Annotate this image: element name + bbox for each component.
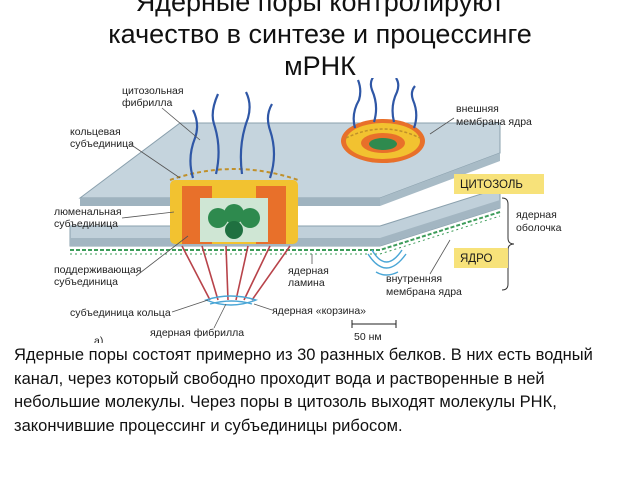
slide-title: Ядерные поры контролируют качество в син… [0,0,640,82]
nuclear-lamina [70,211,501,251]
cytosolic-fibrils [189,78,418,179]
pore-complex-section [169,168,299,244]
svg-text:ламина: ламина [288,277,325,289]
labels-left: цитозольная фибрилла кольцевая субъедини… [54,85,244,343]
label-luminal-subunit: люменальная [54,206,122,218]
labels-right: внешняя мембрана ядра ЦИТОЗОЛЬ ядерная о… [386,103,562,298]
label-cytosolic-fibril: цитозольная [122,85,184,97]
label-inner-membrane: внутренняя [386,273,442,285]
label-nucleus: ЯДРО [460,253,493,265]
pore-complex-top [341,119,425,163]
label-cytosol: ЦИТОЗОЛЬ [460,179,523,191]
label-ring-subunit-bottom: субъединица кольца [70,307,171,319]
label-ring-subunit: кольцевая [70,126,121,138]
nuclear-fibrils [181,245,291,301]
label-nuclear-fibril: ядерная фибрилла [150,327,244,339]
nuclear-pore-diagram: цитозольная фибрилла кольцевая субъедини… [54,78,562,343]
label-panel: а) [94,335,103,343]
body-paragraph: Ядерные поры состоят примерно из 30 разн… [14,346,593,435]
svg-text:фибрилла: фибрилла [122,97,172,109]
svg-text:мембрана ядра: мембрана ядра [386,286,462,298]
label-nuclear-basket: ядерная «корзина» [272,305,366,317]
svg-text:мембрана ядра: мембрана ядра [456,116,532,128]
label-nuclear-lamina: ядерная [288,265,329,277]
cytosol-box [454,174,544,194]
svg-text:оболочка: оболочка [516,222,562,234]
svg-text:субъединица: субъединица [54,218,118,230]
title-line-1: Ядерные поры контролируют [135,0,505,17]
labels-middle: ядерная ламина ядерная «корзина» 50 нм [253,254,397,343]
nuclear-basket [203,249,407,306]
svg-text:субъединица: субъединица [70,138,134,150]
title-line-3: мРНК [284,51,356,81]
label-nuclear-envelope: ядерная [516,209,557,221]
label-supporting-subunit: поддерживающая [54,264,141,276]
svg-text:субъединица: субъединица [54,276,118,288]
label-outer-membrane: внешняя [456,103,499,115]
title-line-2: качество в синтезе и процессинге [108,19,532,49]
label-scale: 50 нм [354,331,382,343]
nucleus-box [454,248,508,268]
